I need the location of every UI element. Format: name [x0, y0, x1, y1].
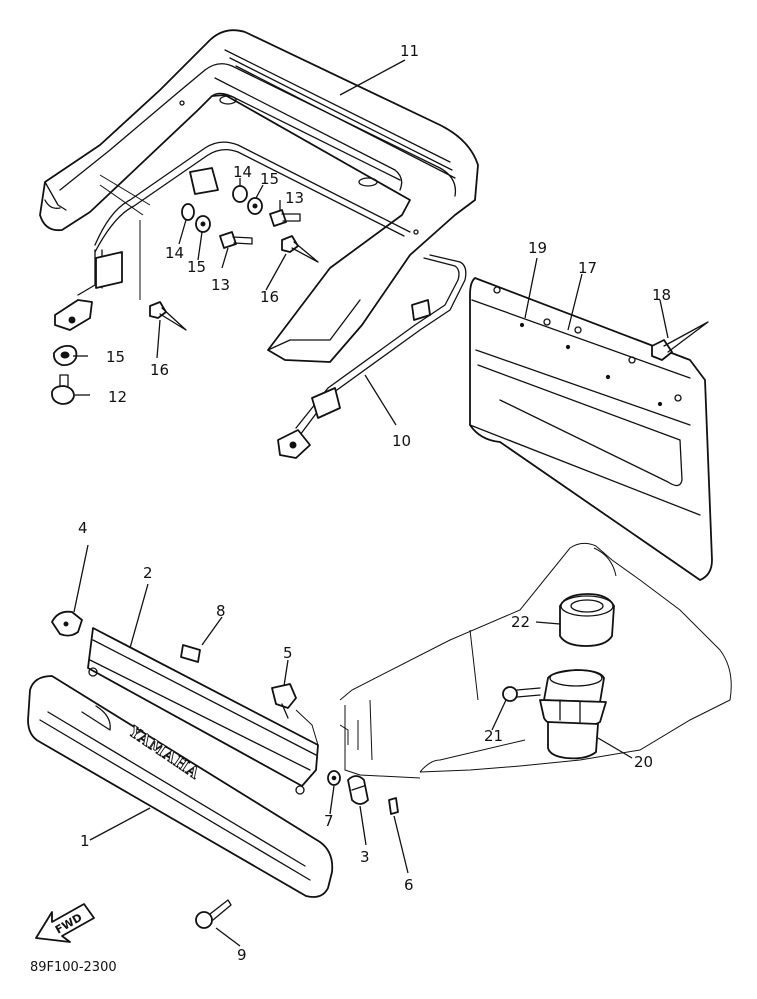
callout-8: 8 — [216, 602, 226, 620]
callout-15c: 15 — [106, 348, 125, 366]
callout-numbers: 11 14 15 13 14 15 13 16 15 16 12 10 19 1… — [78, 42, 671, 964]
callout-11: 11 — [400, 42, 419, 60]
callout-7: 7 — [324, 812, 334, 830]
part-17-mud-flap — [469, 277, 713, 581]
part-11-rear-carrier — [39, 29, 479, 363]
rear-body-outline — [339, 542, 732, 779]
callout-3: 3 — [360, 848, 370, 866]
callout-14a: 14 — [233, 163, 252, 181]
callout-1: 1 — [80, 832, 90, 850]
callout-4: 4 — [78, 519, 88, 537]
hardware-upper — [51, 174, 319, 405]
drawing-code: 89F100-2300 — [30, 960, 117, 975]
part-5-fastener — [271, 683, 319, 746]
callout-9: 9 — [237, 946, 247, 964]
callout-18: 18 — [652, 286, 671, 304]
callout-15a: 15 — [260, 170, 279, 188]
callout-6: 6 — [404, 876, 414, 894]
callout-15b: 15 — [187, 258, 206, 276]
part-22-cap — [559, 593, 615, 647]
part-20-filler-neck — [539, 669, 607, 760]
part-1-rear-panel: YAMAHA — [27, 675, 334, 898]
part-10-tube-frame — [54, 141, 467, 459]
callout-13b: 13 — [211, 276, 230, 294]
callout-5: 5 — [283, 644, 293, 662]
leader-lines — [73, 59, 669, 947]
part-2-bracket — [87, 627, 319, 795]
callout-17: 17 — [578, 259, 597, 277]
callout-21: 21 — [484, 727, 503, 745]
callout-16a: 16 — [260, 288, 279, 306]
callout-20: 20 — [634, 753, 653, 771]
callout-10: 10 — [392, 432, 411, 450]
callout-19: 19 — [528, 239, 547, 257]
callout-22: 22 — [511, 613, 530, 631]
callout-12: 12 — [108, 388, 127, 406]
callout-16b: 16 — [150, 361, 169, 379]
callout-13a: 13 — [285, 189, 304, 207]
part-9-bolt — [195, 899, 232, 929]
part-4-clip — [51, 610, 83, 637]
part-6-clip — [388, 797, 399, 815]
part-8-label — [180, 644, 201, 663]
callout-14b: 14 — [165, 244, 184, 262]
part-18-rivet — [651, 321, 709, 361]
part-3-clamp — [347, 775, 369, 805]
part-7-washer — [327, 770, 341, 786]
callout-2: 2 — [143, 564, 153, 582]
fwd-arrow-icon: FWD — [35, 903, 95, 943]
part-21-screw — [502, 686, 541, 702]
